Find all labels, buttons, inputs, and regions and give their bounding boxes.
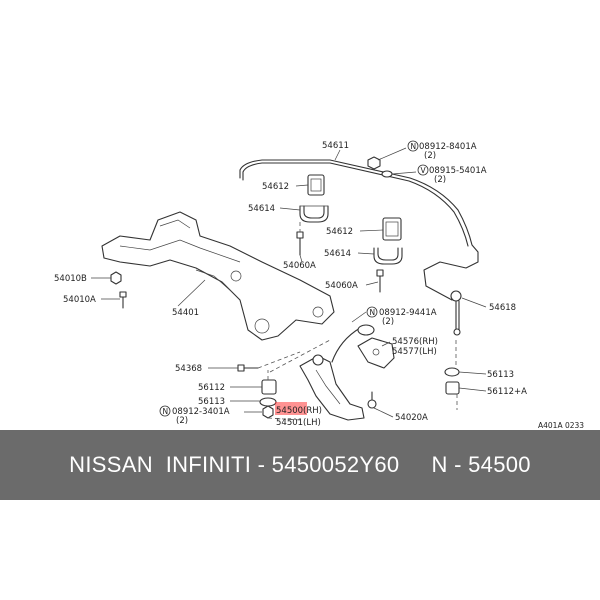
label-56112a-right: 56112+A — [487, 387, 527, 397]
label-54500: 54500(RH) — [276, 406, 322, 416]
label-54010a: 54010A — [63, 295, 96, 305]
washer-08915-5401a — [381, 170, 393, 178]
label-08915-5401a-qty: (2) — [434, 175, 446, 185]
svg-text:V: V — [421, 166, 427, 175]
label-56113-left: 56113 — [198, 397, 225, 407]
n-circle-icon: N — [366, 306, 378, 318]
bolt-54368 — [237, 364, 259, 372]
bushing-54612-top — [307, 174, 325, 196]
leader-lines — [91, 147, 487, 418]
label-54060a-right: 54060A — [325, 281, 358, 291]
label-54501: 54501(LH) — [276, 418, 321, 428]
n-circle-icon: N — [407, 140, 419, 152]
bolt-54010b — [110, 271, 122, 285]
part-number-text: NISSAN INFINITI - 5450052Y60 N - 54500 — [69, 452, 531, 477]
bolt-54060a-right — [376, 269, 384, 293]
label-08912-9441a: 08912-9441A — [379, 308, 437, 318]
v-circle-icon: V — [417, 164, 429, 176]
bracket-54576 — [357, 337, 395, 369]
label-54401: 54401 — [172, 308, 199, 318]
label-54612-mid: 54612 — [326, 227, 353, 237]
label-54060a-left: 54060A — [283, 261, 316, 271]
svg-text:N: N — [163, 407, 169, 416]
part-number-banner: NISSAN INFINITI - 5450052Y60 N - 54500 — [0, 430, 600, 500]
clamp-54614-top — [299, 205, 329, 223]
stabilizer-link-54618 — [450, 290, 462, 336]
label-54618: 54618 — [489, 303, 516, 313]
parts-diagram: N V N N 54611 08912-8401A (2) 08915-5401… — [54, 140, 584, 430]
label-08912-3401a-qty: (2) — [176, 416, 188, 426]
label-08912-3401a: 08912-3401A — [172, 407, 230, 417]
label-56112-left: 56112 — [198, 383, 225, 393]
label-08912-8401a-qty: (2) — [424, 151, 436, 161]
label-54576: 54576(RH) — [392, 337, 438, 347]
label-54020a: 54020A — [395, 413, 428, 423]
label-54614-mid: 54614 — [324, 249, 351, 259]
nut-08912-3401a — [262, 405, 274, 419]
guide-lines — [257, 339, 458, 421]
n-circle-icon: N — [159, 405, 171, 417]
clamp-54614-mid — [373, 247, 403, 265]
label-54612-top: 54612 — [262, 182, 289, 192]
label-54368: 54368 — [175, 364, 202, 374]
label-08912-9441a-qty: (2) — [382, 317, 394, 327]
label-54577: 54577(LH) — [392, 347, 437, 357]
bushing-54612-mid — [382, 217, 402, 241]
transverse-link — [299, 327, 377, 421]
label-08915-5401a: 08915-5401A — [429, 166, 487, 176]
svg-text:N: N — [411, 142, 417, 151]
label-56113-right: 56113 — [487, 370, 514, 380]
diagram-code: A401A 0233 — [538, 421, 584, 430]
bushing-56112-left — [261, 379, 277, 395]
washer-56113-right — [444, 367, 460, 377]
bushing-pivot — [357, 324, 375, 336]
bushing-56112a-right — [445, 381, 460, 395]
stabilizer-bar — [239, 159, 479, 301]
svg-text:N: N — [370, 308, 376, 317]
suspension-member — [101, 211, 335, 341]
bolt-54060a-left — [296, 222, 304, 256]
blank-footer — [0, 500, 600, 600]
nut-08912-8401a — [367, 156, 381, 170]
label-08912-8401a: 08912-8401A — [419, 142, 477, 152]
label-54614-top: 54614 — [248, 204, 275, 214]
label-54010b: 54010B — [54, 274, 87, 284]
bolt-54010a — [119, 291, 127, 309]
washer-56113-left — [259, 397, 277, 407]
label-54611: 54611 — [322, 141, 349, 151]
part-highlight — [275, 402, 307, 415]
